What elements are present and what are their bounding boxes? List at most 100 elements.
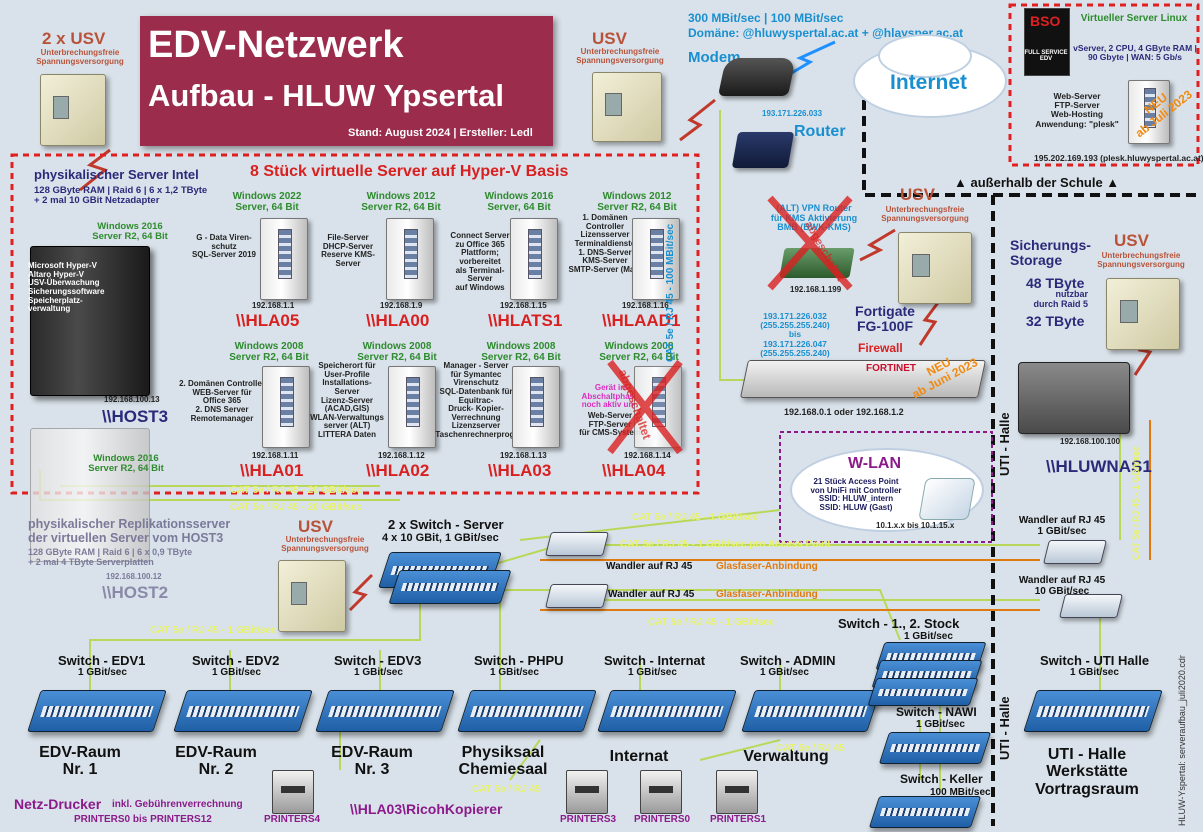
switch-device [27, 690, 167, 732]
switch-speed: 1 GBit/sec [904, 631, 953, 642]
vm-os: Windows 2012 Server R2, 64 Bit [361, 191, 441, 213]
vm-server-icon [510, 218, 558, 300]
vm-server-icon [262, 366, 310, 448]
ups-twin-sub: Unterbrechungsfreie Spannungsversorgung [36, 48, 124, 66]
vm-server-icon [512, 366, 560, 448]
nas-ip: 192.168.100.100 [1060, 437, 1121, 446]
vm-server-icon [632, 218, 680, 300]
vm-name: \\HLA03 [488, 461, 552, 480]
host2-name: \\HOST2 [102, 583, 169, 602]
bso-logo-sub: FULL SERVICE EDV [1024, 50, 1068, 63]
switch-room: Verwaltung [743, 748, 829, 765]
uti-halle-label: UTI - Halle [997, 412, 1012, 476]
switch-device [1023, 690, 1163, 732]
wlan-text: 21 Stück Access Point von UniFi mit Cont… [810, 477, 902, 512]
printer-icon [716, 770, 758, 814]
title-line1: EDV-Netzwerk [148, 24, 404, 66]
host3-services: Microsoft Hyper-V Altaro Hyper-V USV-Übe… [28, 261, 105, 314]
nas-heading: Sicherungs- Storage [1010, 237, 1091, 269]
vm-os: Windows 2008 Server R2, 64 Bit [599, 341, 679, 363]
printer-icon [640, 770, 682, 814]
cable-printer: CAT 5e / RJ 45 [776, 743, 845, 754]
switch-room: EDV-Raum Nr. 2 [175, 744, 257, 779]
uti-halle-label: UTI - Halle [997, 696, 1012, 760]
vm-ip: 192.168.1.14 [624, 451, 671, 460]
vm-os: Windows 2008 Server R2, 64 Bit [481, 341, 561, 363]
switch-speed: 1 GBit/sec [490, 667, 539, 678]
nas-size: 48 TByte [1026, 275, 1085, 291]
ups-fw-device [898, 232, 972, 304]
fiber-label: Glasfaser-Anbindung [716, 561, 818, 572]
converter-device [545, 584, 609, 608]
decommissioned-x-icon [607, 359, 683, 455]
printer-icon [566, 770, 608, 814]
host3-name: \\HOST3 [102, 407, 169, 426]
host2-ip: 192.168.100.12 [106, 572, 162, 581]
switch-device [867, 678, 979, 706]
vm-server-icon [386, 218, 434, 300]
host2-os: Windows 2016 Server R2, 64 Bit [88, 453, 164, 475]
vm-note: Gerät in Abschaltphase noch aktiv und [581, 383, 639, 410]
cable-1g: CAT 5e / RJ 45 - 1 GBit/sec [632, 512, 759, 523]
host3-device [30, 246, 150, 396]
vpn-router-ip: 192.168.1.199 [790, 285, 842, 294]
converter-label: Wandler auf RJ 45 10 GBit/sec [1018, 575, 1106, 597]
switch-device [597, 690, 737, 732]
switch-speed: 1 GBit/sec [78, 667, 127, 678]
footer-filename: HLUW-Yspertal: serveraufbau_juli2020.cdr [1177, 655, 1187, 826]
firewall-role: Firewall [858, 341, 903, 355]
vm-ip: 192.168.1.16 [622, 301, 669, 310]
cable-20g-b: CAT 5e / RJ 45 - 20 GBit/sec [230, 502, 363, 513]
cable-1g-stock: CAT 5e / RJ 45 - 1 GBit/sec [648, 617, 775, 628]
firewall-ip: 192.168.0.1 oder 192.168.1.2 [784, 407, 904, 417]
ups-top-sub: Unterbrechungsfreie Spannungsversorgung [576, 47, 664, 65]
vpn-decommissioned-x-icon [767, 195, 853, 291]
printer-icon [272, 770, 314, 814]
switch-device [741, 690, 881, 732]
vm-desc: 1. Domänen Controller Lizensserver Termi… [568, 213, 642, 274]
internet-label: Internet [890, 71, 968, 94]
vm-server-icon [388, 366, 436, 448]
ups-fw-label: USV [900, 185, 935, 204]
printers-heading: Netz-Drucker [14, 796, 102, 812]
modem-label: Modem [688, 49, 741, 66]
switch-name: Switch - PHPU [474, 653, 564, 668]
switch-device [457, 690, 597, 732]
vm-server-icon [260, 218, 308, 300]
title-block [140, 16, 553, 146]
vm-ip: 192.168.1.13 [500, 451, 547, 460]
nas-raid: nutzbar durch Raid 5 [1033, 289, 1088, 309]
switch-room: EDV-Raum Nr. 3 [331, 744, 413, 779]
vm-desc: Connect Server zu Office 365 Plattform; … [450, 231, 510, 292]
firewall-cable: CAT 5e / RJ 45 - 100 MBit/sec [665, 223, 676, 362]
firewall-name: Fortigate FG-100F [855, 303, 915, 335]
converter-label: Wandler auf RJ 45 [608, 589, 695, 600]
ups-core-device [278, 560, 346, 632]
ups-core-label: USV [298, 517, 333, 536]
wlan-range: 10.1.x.x bis 10.1.15.x [876, 521, 955, 530]
converter-label: Wandler auf RJ 45 [606, 561, 693, 572]
switch-name: Switch - Internat [604, 653, 706, 668]
switch-speed: 1 GBit/sec [916, 719, 965, 730]
wlan-title: W-LAN [848, 455, 901, 472]
switch-room: UTI - Halle Werkstätte Vortragsraum [1035, 746, 1139, 798]
vm-os: Windows 2022 Server, 64 Bit [232, 191, 302, 213]
cable-20g-a: CAT 5e / RJ 45 - 20 GBit/sec [230, 485, 363, 496]
switch-room: Internat [609, 748, 669, 765]
switch-name: Switch - UTI Halle [1040, 653, 1150, 668]
vm-desc: G - Data Viren- schutz SQL-Server 2019 [191, 233, 257, 260]
switch-speed: 1 GBit/sec [354, 667, 403, 678]
router-device [731, 132, 795, 168]
ups-nas-label: USV [1114, 231, 1149, 250]
ups-top-label: USV [592, 29, 627, 48]
modem-device [717, 58, 797, 96]
firewall-ip-range: 193.171.226.032 (255.255.255.240) bis 19… [760, 311, 830, 358]
firewall-brand: FORTINET [866, 363, 916, 374]
vm-name: \\HLA00 [366, 311, 430, 330]
vm-name: \\HLA04 [602, 461, 666, 480]
vm-ip: 192.168.1.1 [252, 301, 295, 310]
internet-domains: Domäne: @hluwyspertal.ac.at + @hlaysper.… [688, 26, 964, 40]
switch-speed: 100 MBit/sec [930, 787, 991, 798]
